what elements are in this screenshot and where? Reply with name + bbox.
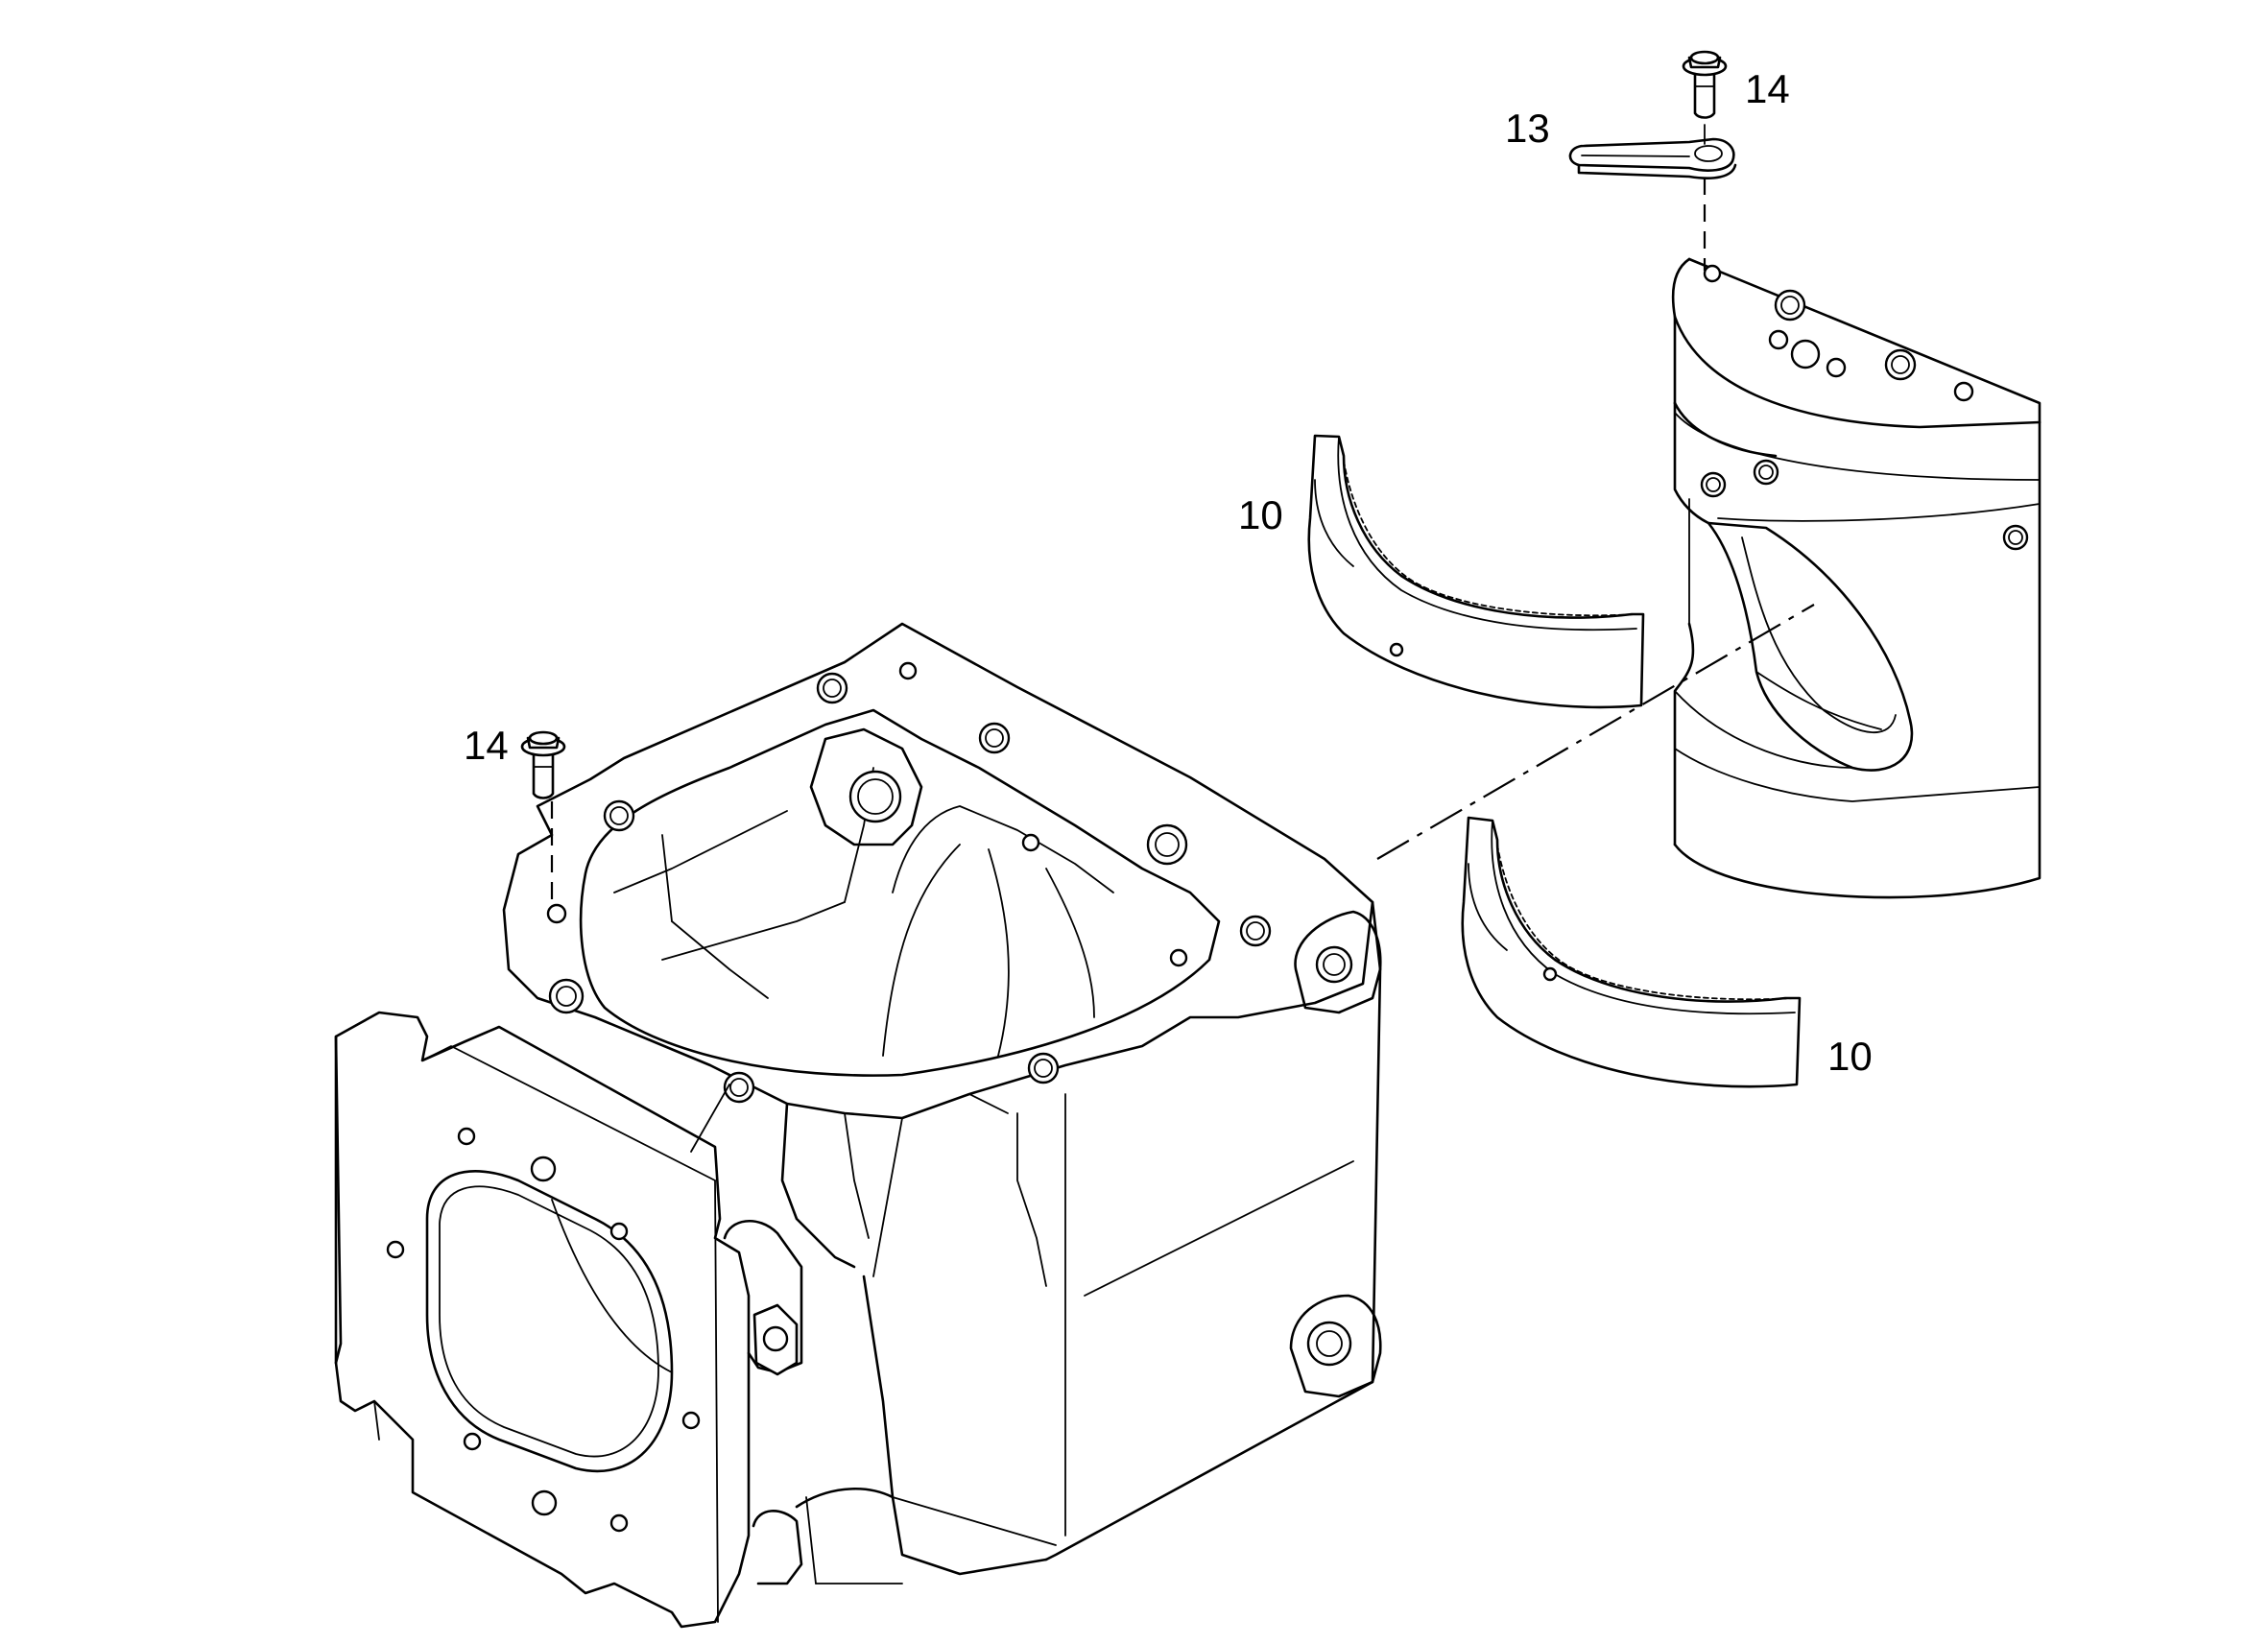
brake-shoe-upper xyxy=(1307,434,1645,709)
callout-14-left: 14 xyxy=(464,723,509,768)
brake-shoe-lower xyxy=(1461,816,1802,1088)
brake-carrier xyxy=(1671,257,2041,899)
assembly-lines xyxy=(550,124,1815,907)
lever-plate xyxy=(1568,137,1737,179)
callout-10-lower: 10 xyxy=(1827,1034,1873,1079)
callout-14-top: 14 xyxy=(1745,66,1790,111)
bolt-top xyxy=(1682,50,1728,119)
callout-10-upper: 10 xyxy=(1238,492,1283,537)
transmission-housing xyxy=(334,622,1382,1629)
bolt-left xyxy=(520,730,566,799)
callout-13: 13 xyxy=(1505,106,1550,151)
